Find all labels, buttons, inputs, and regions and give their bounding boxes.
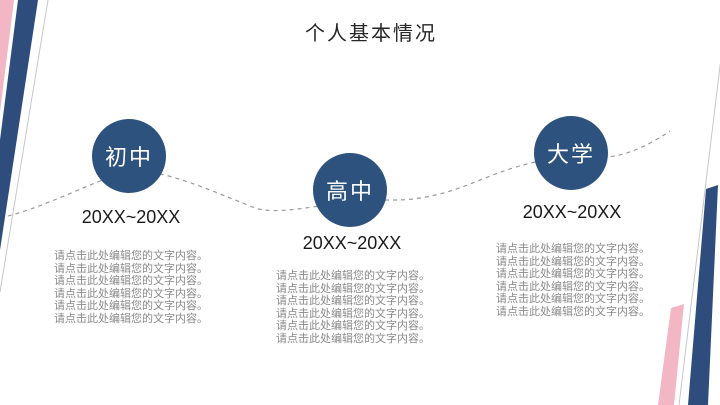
milestone-circle-junior-high: 初中 — [92, 119, 166, 193]
milestone-period-junior-high: 20XX~20XX — [81, 207, 181, 227]
milestone-stage-label: 大学 — [546, 142, 595, 167]
bottom-right-pink-stripe — [658, 304, 684, 405]
bottom-right-blue-stripe — [688, 185, 718, 405]
milestone-stage-label: 高中 — [325, 179, 374, 204]
top-left-thin-line — [0, 0, 49, 293]
top-left-blue-stripe — [0, 0, 38, 250]
top-left-pink-stripe — [0, 0, 14, 112]
slide-title: 个人基本情况 — [305, 23, 437, 45]
milestone-circle-university: 大学 — [534, 116, 608, 190]
bottom-right-thin-line — [678, 62, 720, 405]
milestone-period-university: 20XX~20XX — [522, 202, 622, 222]
milestone-description-university: 请点击此处编辑您的文字内容。请点击此处编辑您的文字内容。请点击此处编辑您的文字内… — [496, 243, 650, 318]
milestone-period-senior-high: 20XX~20XX — [302, 233, 402, 253]
milestone-description-senior-high: 请点击此处编辑您的文字内容。请点击此处编辑您的文字内容。请点击此处编辑您的文字内… — [276, 270, 430, 345]
milestone-circle-senior-high: 高中 — [313, 153, 387, 227]
milestone-stage-label: 初中 — [104, 145, 153, 170]
milestone-description-junior-high: 请点击此处编辑您的文字内容。请点击此处编辑您的文字内容。请点击此处编辑您的文字内… — [54, 250, 208, 325]
